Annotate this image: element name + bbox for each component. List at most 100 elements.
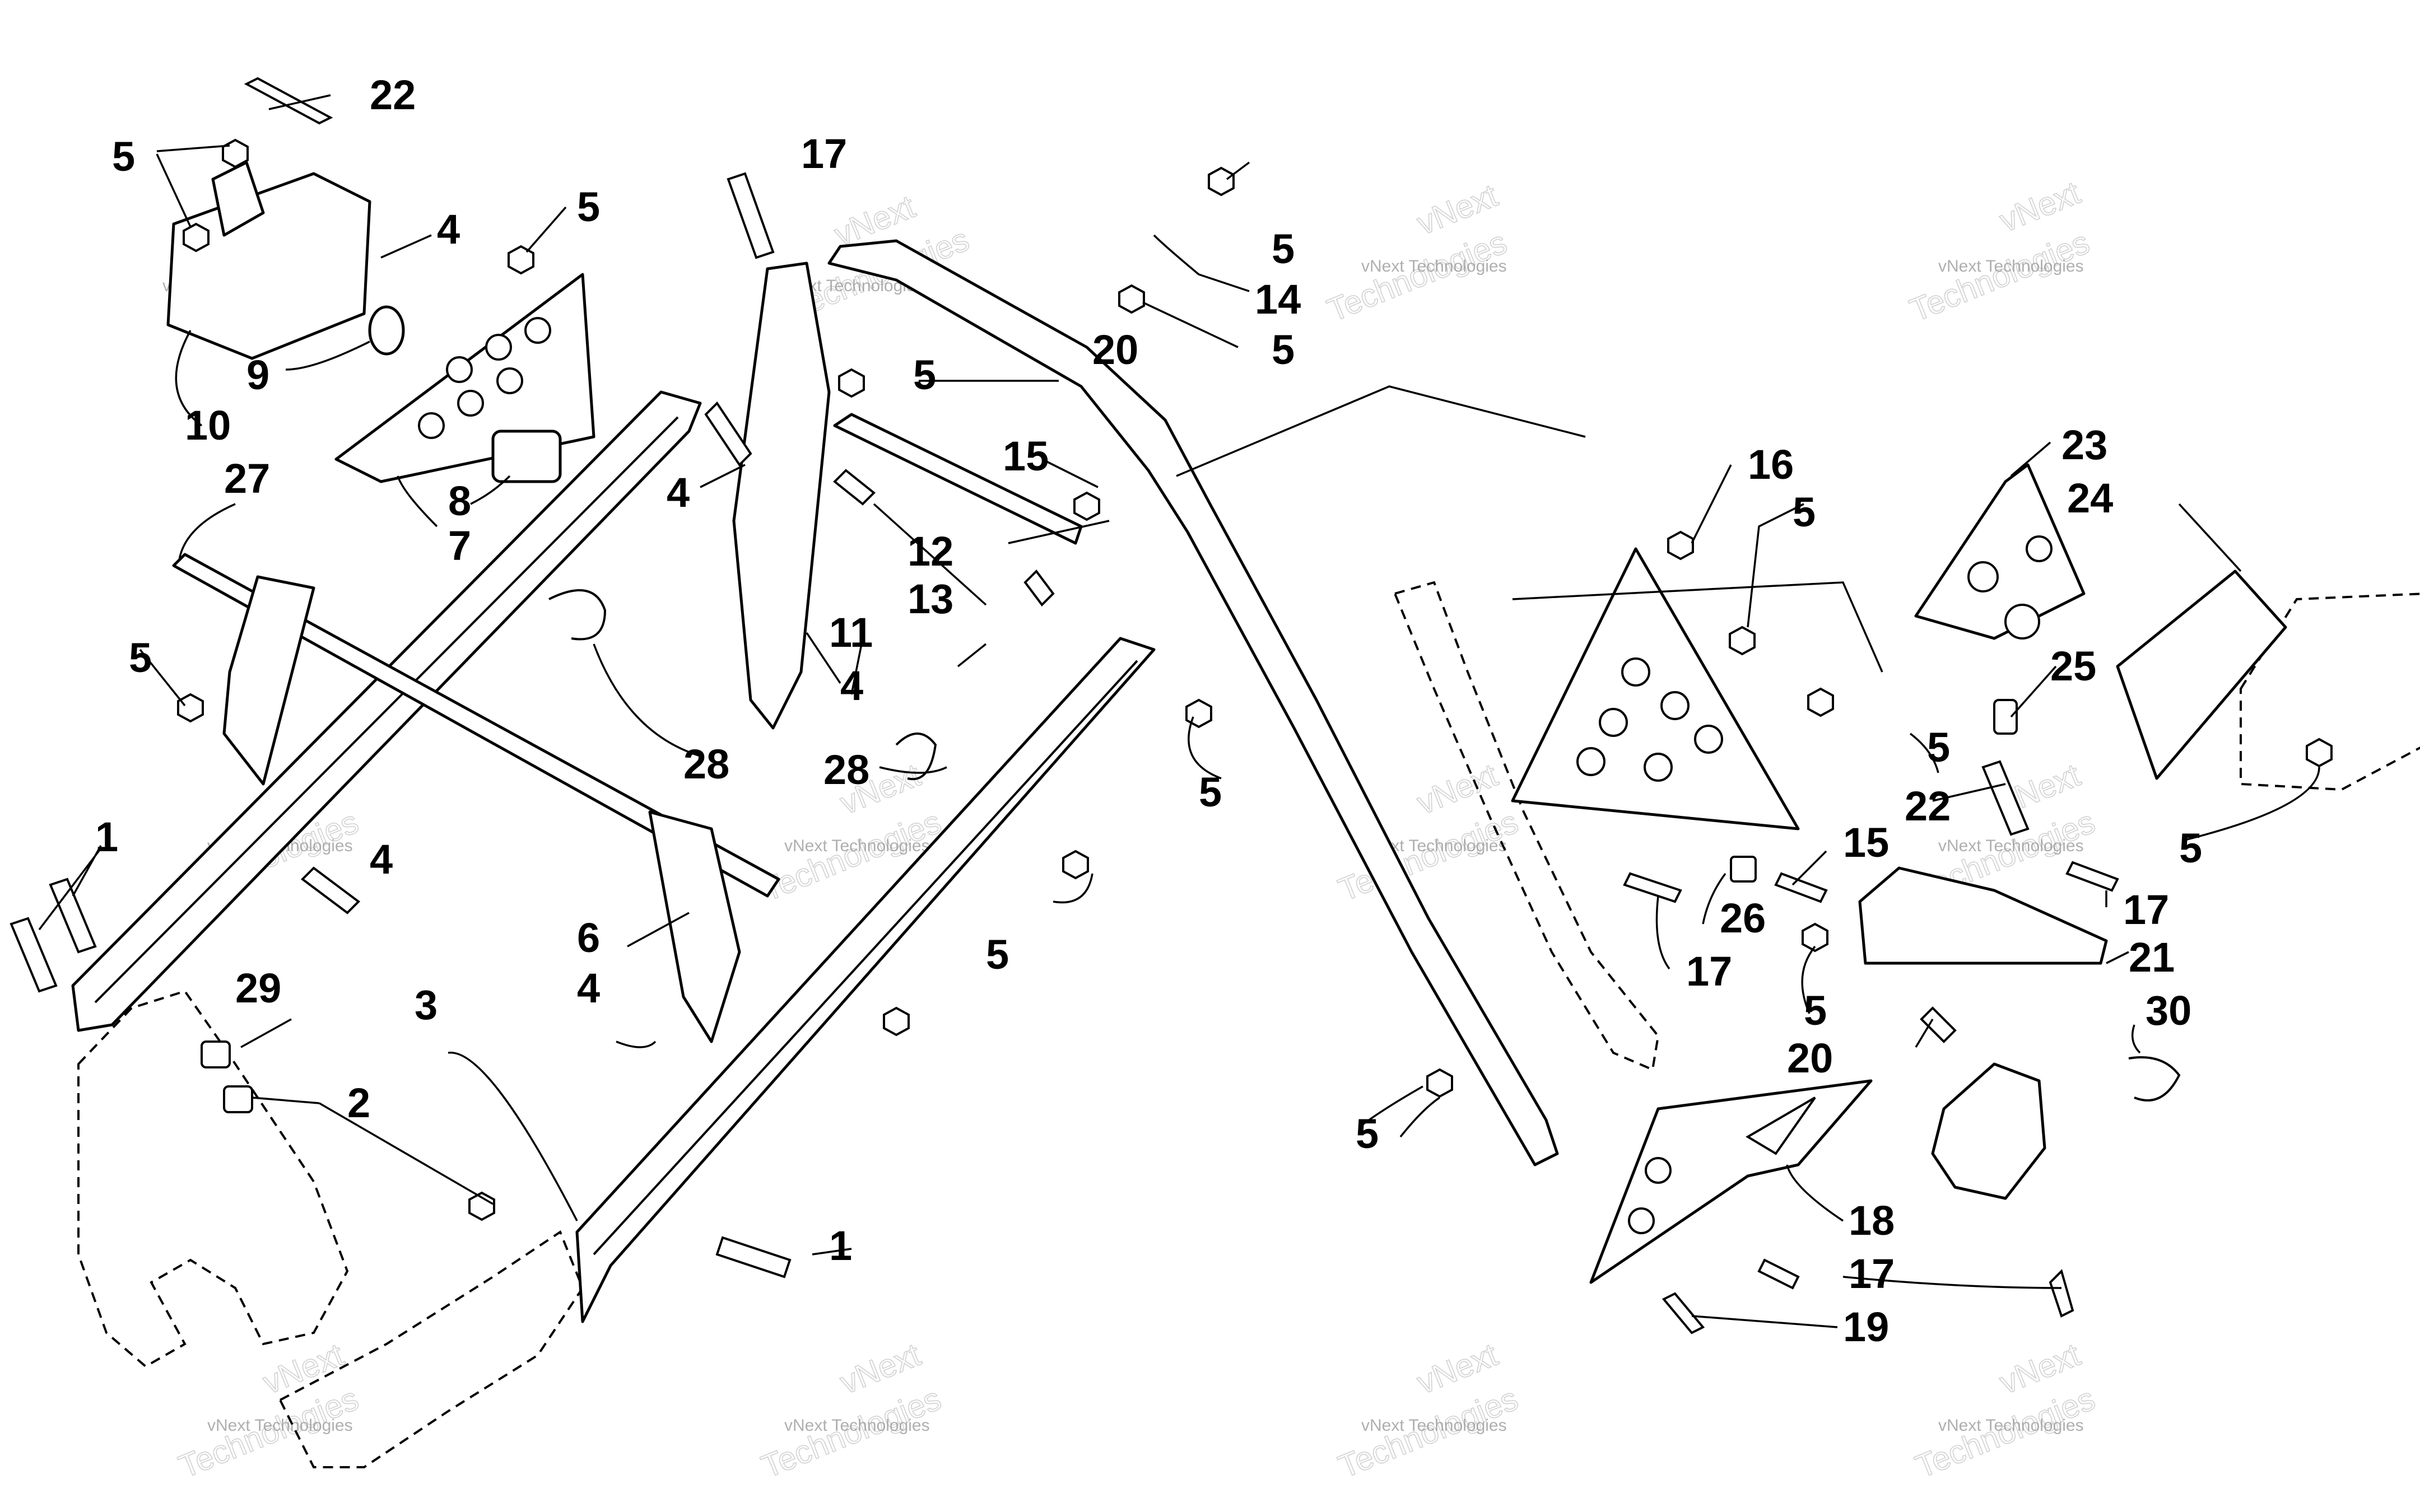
callout-15: 15 <box>1843 819 1889 866</box>
watermark-text: vNext Technologies <box>1361 1416 1507 1435</box>
ghost-center-channel <box>1393 581 1660 1071</box>
leader-line <box>812 1248 852 1256</box>
callout-20: 20 <box>1092 326 1138 373</box>
plate-hole <box>1645 1157 1672 1184</box>
part-24-cover-plate <box>2116 570 2287 780</box>
leader-line <box>2178 503 2242 572</box>
part-18-lower-plate <box>1589 1079 1873 1284</box>
bolt <box>2049 1269 2074 1318</box>
callout-5: 5 <box>1272 326 1295 373</box>
clip-outline <box>2128 1056 2181 1102</box>
leader-line <box>380 234 432 259</box>
callout-22: 22 <box>370 72 416 118</box>
clamp-outline <box>895 732 937 781</box>
callout-5: 5 <box>129 634 152 681</box>
bolt <box>49 878 97 954</box>
watermark-bottom-center: vNext Technologies vNext Technologies <box>756 1336 947 1485</box>
spacer <box>1993 699 2018 735</box>
leader-line <box>1655 895 1670 970</box>
part-8-relay <box>491 430 562 483</box>
main-frame-rails <box>71 239 1559 1323</box>
nut <box>2306 738 2333 768</box>
rail-edge-line <box>593 660 1138 1256</box>
nut <box>1802 922 1828 953</box>
part-23-perforated-bracket <box>1914 463 2086 640</box>
part-22-cable-tie <box>1981 760 2030 836</box>
relay-body <box>491 430 562 483</box>
part-22-cable-tie <box>244 77 333 125</box>
screw <box>833 469 876 506</box>
leader-line <box>2106 951 2129 964</box>
nut <box>1073 491 1100 521</box>
plate-hole <box>446 356 473 383</box>
nut <box>183 222 210 253</box>
callout-30: 30 <box>2146 987 2191 1034</box>
leader-line <box>1691 1315 1838 1328</box>
bolt <box>715 1236 792 1278</box>
watermark-text: vNext Technologies <box>784 837 930 855</box>
ghost-control-box <box>2240 592 2420 791</box>
callout-7: 7 <box>448 522 471 569</box>
callout-3: 3 <box>415 982 438 1028</box>
leader-line <box>1153 234 1250 292</box>
leader-line <box>1691 464 1804 628</box>
leader-line <box>2131 1024 2141 1054</box>
plate-hole <box>418 412 445 439</box>
callout-4: 4 <box>437 206 460 253</box>
ghost-front-mount-casting <box>77 990 349 1368</box>
leader-line <box>1188 716 1222 780</box>
part-10-module <box>166 161 371 360</box>
leader-line <box>593 643 701 757</box>
leader-line <box>1786 1164 1844 1222</box>
leader-line <box>1702 872 1726 925</box>
nut <box>1667 530 1694 561</box>
leader-line <box>285 340 370 371</box>
callout-labels: 22 5 4 5 9 10 8 7 27 4 5 1 4 29 3 2 6 4 … <box>95 72 2202 1350</box>
ghost-reference-parts <box>77 581 2420 1468</box>
nut <box>1118 284 1145 314</box>
callout-20: 20 <box>1787 1035 1833 1081</box>
leader-line <box>1915 1019 1934 1048</box>
callout-13: 13 <box>908 576 953 622</box>
plate-hole <box>1967 561 1999 592</box>
callout-5: 5 <box>2179 825 2202 871</box>
callout-5: 5 <box>1356 1110 1379 1157</box>
nut <box>1426 1068 1453 1098</box>
nut <box>1208 166 1235 197</box>
leader-line <box>525 206 567 253</box>
callout-17: 17 <box>2123 886 2169 933</box>
nut-spacer <box>201 1040 231 1068</box>
watermark-text: vNext Technologies <box>784 1416 930 1435</box>
leader-line <box>1360 1085 1423 1127</box>
leader-line <box>38 845 102 931</box>
callout-5: 5 <box>913 352 936 398</box>
callout-1: 1 <box>95 814 118 860</box>
callout-5: 5 <box>1927 724 1950 771</box>
leader-line <box>240 1018 292 1048</box>
plate-hole <box>1621 657 1650 687</box>
part-6-cross-tube <box>172 553 780 898</box>
leader-line <box>1932 783 2006 802</box>
bolt <box>1774 872 1828 903</box>
leader-line <box>252 1096 494 1205</box>
leader-line <box>268 94 331 110</box>
part-19-pin <box>1662 1292 1705 1334</box>
watermark-text: vNext Technologies <box>1938 837 2084 855</box>
ghost-rear-spindle <box>278 1230 584 1468</box>
leader-line <box>178 503 236 561</box>
part-28-clamp-lower <box>895 732 937 781</box>
nut <box>1807 687 1834 717</box>
leader-lines <box>38 94 2320 1328</box>
watermark-text: vNext Technologies <box>207 1416 353 1435</box>
part-11-front-upright <box>732 262 831 730</box>
leader-line <box>1399 1096 1440 1138</box>
leader-line <box>1226 161 1250 180</box>
watermark-bottom-right-center: vNext Technologies vNext Technologies <box>1333 1336 1524 1485</box>
brackets-and-plates <box>166 161 2287 1284</box>
leader-line <box>879 766 947 774</box>
leader-line <box>1512 581 1883 673</box>
leader-line <box>156 144 230 227</box>
callout-17: 17 <box>1849 1250 1895 1297</box>
nut <box>222 138 249 169</box>
